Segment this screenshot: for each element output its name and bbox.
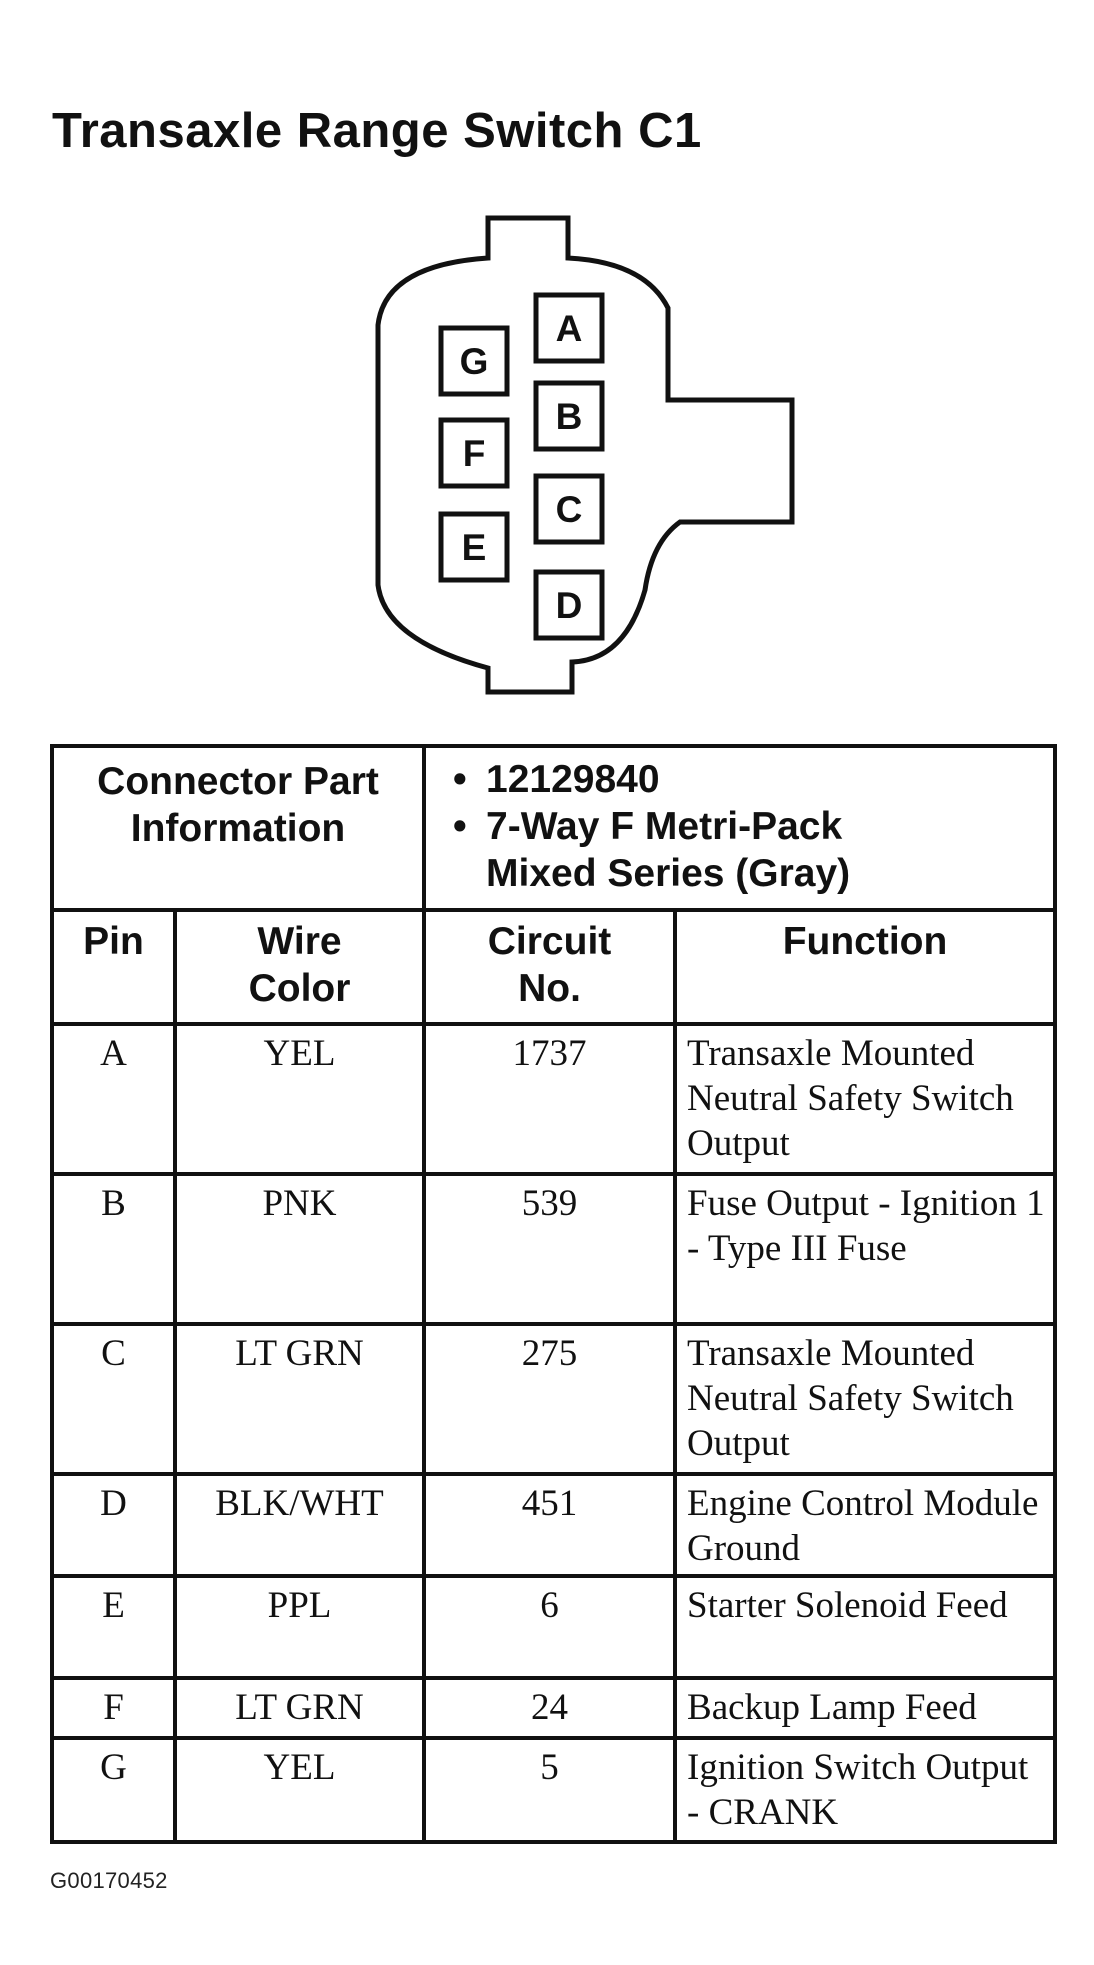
- table-row: E PPL 6 Starter Solenoid Feed: [50, 1574, 1058, 1680]
- wire-color-cell: YEL: [172, 1022, 427, 1176]
- pin-D: D: [533, 569, 605, 641]
- circuit-cell: 275: [422, 1322, 678, 1476]
- wire-color-cell: LT GRN: [172, 1322, 427, 1476]
- figure-code: G00170452: [50, 1868, 168, 1893]
- connector-info-row: Connector Part Information • 12129840 • …: [49, 744, 1058, 912]
- header-function: Function: [673, 908, 1058, 1026]
- table-row: B PNK 539 Fuse Output - Ignition 1 - Typ…: [50, 1172, 1058, 1326]
- connector-info-value: • 12129840 • 7-Way F Metri-Pack Mixed Se…: [422, 744, 1058, 912]
- header-wire-color-line2: Color: [248, 967, 351, 1010]
- circuit-cell: 6: [422, 1574, 678, 1680]
- wire-color-cell: PPL: [172, 1574, 427, 1680]
- function-cell: Backup Lamp Feed: [673, 1676, 1058, 1740]
- circuit-cell: 451: [422, 1472, 678, 1578]
- pin-label-A: A: [556, 308, 583, 349]
- part-number-line: • 12129840: [453, 756, 1053, 803]
- circuit-cell: 24: [422, 1676, 678, 1740]
- circuit-cell: 5: [422, 1736, 678, 1844]
- header-circuit-line2: No.: [518, 967, 581, 1010]
- table-row: A YEL 1737 Transaxle Mounted Neutral Saf…: [50, 1022, 1058, 1176]
- wire-color-cell: BLK/WHT: [172, 1472, 427, 1578]
- header-wire-color-line1: Wire: [257, 920, 342, 963]
- connector-info-label-line1: Connector Part: [97, 760, 379, 803]
- wire-color-cell: LT GRN: [172, 1676, 427, 1740]
- pin-A: A: [533, 292, 605, 364]
- table-row: C LT GRN 275 Transaxle Mounted Neutral S…: [50, 1322, 1058, 1476]
- pin-cell: C: [50, 1322, 177, 1476]
- pin-cell: D: [50, 1472, 177, 1578]
- function-cell: Transaxle Mounted Neutral Safety Switch …: [673, 1022, 1058, 1176]
- pin-label-D: D: [556, 585, 583, 626]
- header-function-label: Function: [782, 920, 948, 963]
- table-header-row: Pin Wire Color Circuit No. Function: [50, 908, 1058, 1026]
- pin-cell: F: [50, 1676, 177, 1740]
- bullet-icon: •: [453, 758, 467, 801]
- connector-desc-line: • 7-Way F Metri-Pack: [453, 803, 1053, 850]
- connector-housing-outline: [375, 215, 795, 695]
- pin-label-B: B: [556, 396, 583, 437]
- diagram-title: Transaxle Range Switch C1: [52, 104, 702, 158]
- part-number: 12129840: [486, 758, 660, 801]
- function-cell: Engine Control Module Ground: [673, 1472, 1058, 1578]
- pin-cell: A: [50, 1022, 177, 1176]
- connector-desc-line1: 7-Way F Metri-Pack: [486, 805, 843, 848]
- bullet-icon: •: [453, 805, 467, 848]
- table-row: F LT GRN 24 Backup Lamp Feed: [50, 1676, 1058, 1740]
- pin-cell: E: [50, 1574, 177, 1680]
- header-pin-label: Pin: [83, 920, 144, 963]
- circuit-cell: 1737: [422, 1022, 678, 1176]
- function-cell: Starter Solenoid Feed: [673, 1574, 1058, 1680]
- wire-color-cell: PNK: [172, 1172, 427, 1326]
- connector-info-label: Connector Part Information: [49, 744, 427, 912]
- header-circuit-no: Circuit No.: [422, 908, 678, 1026]
- connector-face-diagram: A B C D E F G: [375, 215, 795, 695]
- circuit-cell: 539: [422, 1172, 678, 1326]
- pin-E: E: [438, 511, 510, 583]
- function-cell: Transaxle Mounted Neutral Safety Switch …: [673, 1322, 1058, 1476]
- pin-label-G: G: [460, 341, 489, 382]
- pin-cell: B: [50, 1172, 177, 1326]
- header-wire-color: Wire Color: [172, 908, 427, 1026]
- wire-color-cell: YEL: [172, 1736, 427, 1844]
- pin-B: B: [533, 380, 605, 452]
- pin-G: G: [438, 325, 510, 397]
- connector-info-label-line2: Information: [130, 807, 346, 850]
- pin-C: C: [533, 473, 605, 545]
- pin-cell: G: [50, 1736, 177, 1844]
- function-cell: Fuse Output - Ignition 1 - Type III Fuse: [673, 1172, 1058, 1326]
- table-row: D BLK/WHT 451 Engine Control Module Grou…: [50, 1472, 1058, 1578]
- pin-label-F: F: [463, 433, 486, 474]
- header-pin: Pin: [50, 908, 177, 1026]
- pin-label-E: E: [462, 527, 487, 568]
- connector-pin-table: Connector Part Information • 12129840 • …: [49, 744, 1058, 1844]
- pin-label-C: C: [556, 489, 583, 530]
- connector-desc-line2: Mixed Series (Gray): [486, 852, 851, 895]
- function-cell: Ignition Switch Output - CRANK: [673, 1736, 1058, 1844]
- table-row: G YEL 5 Ignition Switch Output - CRANK: [50, 1736, 1058, 1844]
- header-circuit-line1: Circuit: [487, 920, 612, 963]
- pin-F: F: [438, 417, 510, 489]
